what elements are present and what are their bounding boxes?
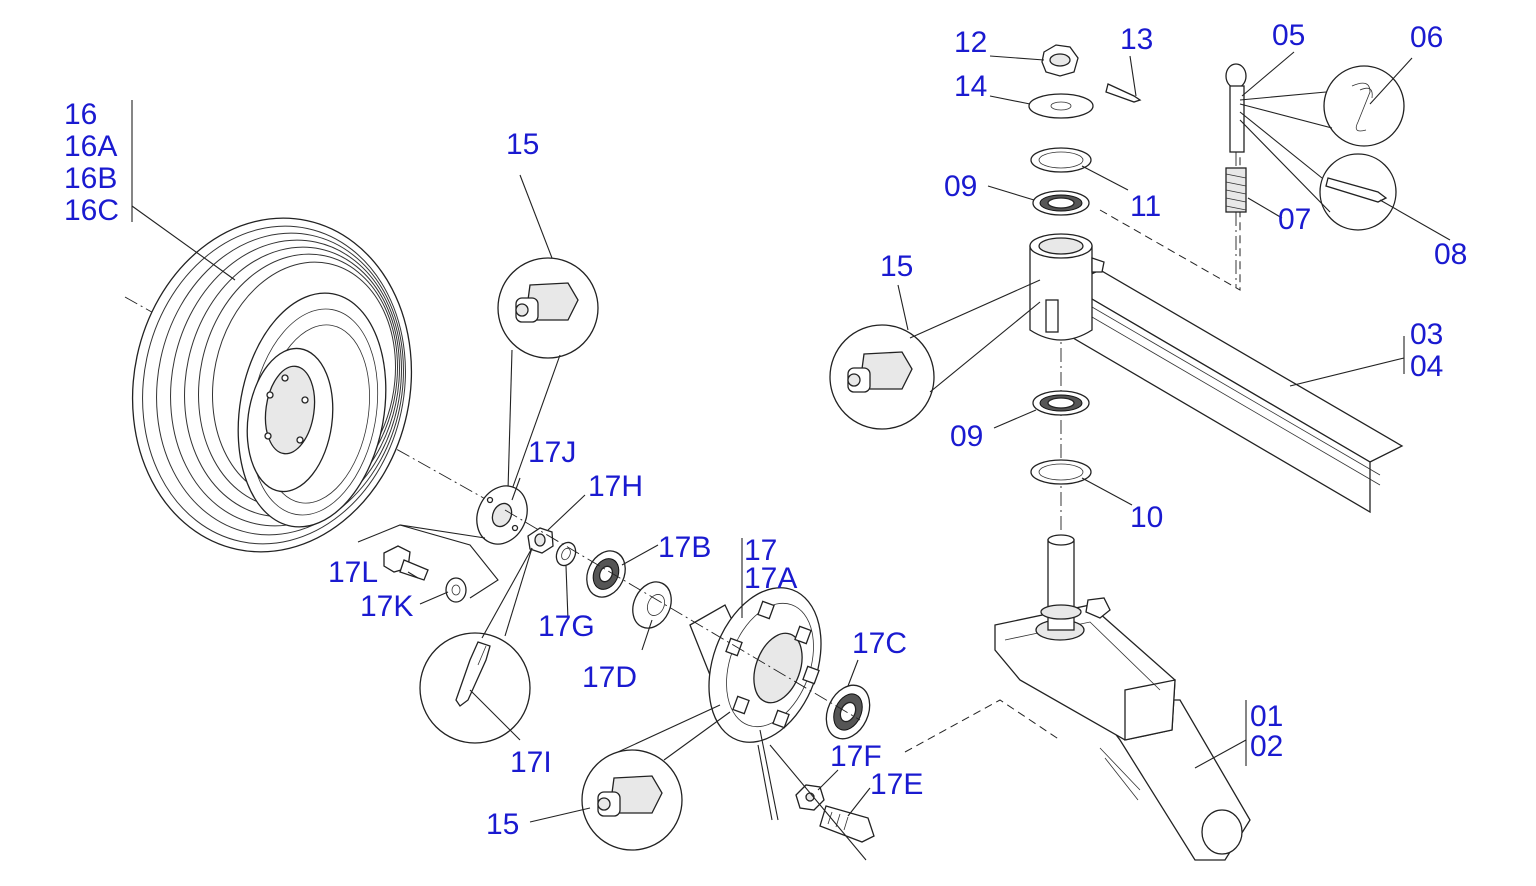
pin-assembly xyxy=(1225,63,1247,288)
detail-circle-grease-nipple-mount xyxy=(829,324,935,430)
callout-17h: 17H xyxy=(588,470,644,503)
callout-08: 08 xyxy=(1434,238,1468,271)
hub-parts xyxy=(383,485,875,843)
callout-17e: 17E xyxy=(870,768,924,801)
callout-17f: 17F xyxy=(830,740,882,773)
detail-circle-linch-pin xyxy=(1319,153,1397,231)
callout-13: 13 xyxy=(1120,23,1154,56)
callout-10: 10 xyxy=(1130,501,1164,534)
callout-12: 12 xyxy=(954,26,988,59)
detail-circle-spring-clip xyxy=(1323,65,1405,147)
detail-circle-cotter-pin xyxy=(419,632,531,744)
callout-17l: 17L xyxy=(328,556,379,589)
callout-16a: 16A xyxy=(64,130,118,163)
frame-tube xyxy=(1029,233,1404,514)
callout-17d: 17D xyxy=(582,661,638,694)
callout-05: 05 xyxy=(1272,19,1306,52)
callout-14: 14 xyxy=(954,70,988,103)
callout-07: 07 xyxy=(1278,203,1312,236)
callout-16c: 16C xyxy=(64,194,120,227)
detail-circle-grease-nipple-hub xyxy=(581,749,683,851)
callout-17g: 17G xyxy=(538,610,595,643)
callout-01: 01 xyxy=(1250,700,1284,733)
spindle-arm xyxy=(994,534,1251,861)
callout-15-wheel: 15 xyxy=(506,128,540,161)
callout-11: 11 xyxy=(1130,190,1162,223)
callout-04: 04 xyxy=(1410,350,1444,383)
callout-16: 16 xyxy=(64,98,98,131)
callout-09-bottom: 09 xyxy=(950,420,984,453)
callout-17a: 17A xyxy=(744,562,798,595)
callout-17b: 17B xyxy=(658,531,712,564)
tire-wheel-assembly xyxy=(124,217,506,553)
callout-15-mount: 15 xyxy=(880,250,914,283)
callout-06: 06 xyxy=(1410,21,1444,54)
callout-17k: 17K xyxy=(360,590,414,623)
kingpin-stack xyxy=(1028,44,1142,485)
callout-03: 03 xyxy=(1410,318,1444,351)
callout-17j: 17J xyxy=(528,436,577,469)
callout-16b: 16B xyxy=(64,162,118,195)
callout-02: 02 xyxy=(1250,730,1284,763)
callout-15-hub: 15 xyxy=(486,808,520,841)
callout-17: 17 xyxy=(744,534,778,567)
callout-17c: 17C xyxy=(852,627,908,660)
detail-circle-grease-nipple-wheel xyxy=(497,257,599,359)
callout-17i: 17I xyxy=(510,746,552,779)
callout-09-top: 09 xyxy=(944,170,978,203)
